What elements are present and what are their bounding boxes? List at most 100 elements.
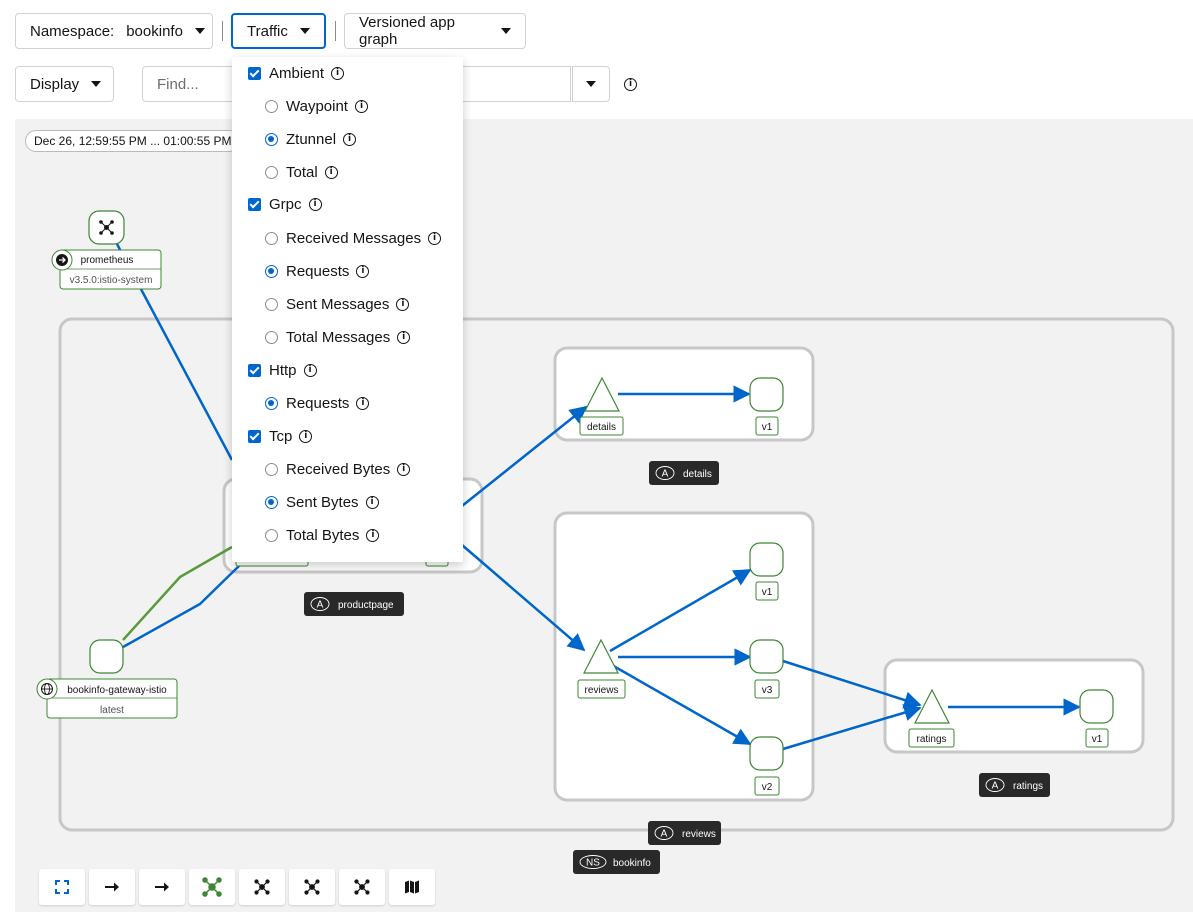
layout-2-button[interactable] — [239, 869, 285, 905]
tcp-total-label: Total Bytes — [286, 527, 360, 544]
ratings-box-badge[interactable]: A ratings — [979, 773, 1050, 797]
namespace-box-badge[interactable]: NS bookinfo — [573, 850, 660, 874]
prometheus-node[interactable]: prometheus v3.5.0:istio-system — [51, 210, 162, 290]
info-icon[interactable]: i — [356, 265, 370, 278]
tcp-received-radio[interactable]: Received Bytes i — [265, 461, 411, 478]
layout-arrow-button[interactable] — [139, 869, 185, 905]
grpc-total-radio[interactable]: Total Messages i — [265, 329, 411, 346]
layout-topology-icon — [254, 879, 270, 895]
layout-1-button[interactable] — [189, 869, 235, 905]
caret-down-icon — [586, 81, 596, 87]
info-icon[interactable]: i — [354, 100, 368, 113]
reviews-badge-type: A — [661, 829, 668, 840]
tcp-received-label: Received Bytes — [286, 461, 391, 478]
tcp-label: Tcp — [269, 428, 293, 445]
namespace-value: bookinfo — [126, 22, 183, 40]
legend-button[interactable] — [389, 869, 435, 905]
info-icon[interactable]: i — [624, 78, 637, 91]
graph-type-dropdown[interactable]: Versioned app graph — [344, 13, 526, 49]
ratings-app-label: ratings — [916, 734, 946, 745]
info-icon[interactable]: i — [356, 397, 370, 410]
info-icon[interactable]: i — [366, 529, 380, 542]
edge-reviews-v2[interactable] — [609, 662, 752, 746]
tcp-sent-label: Sent Bytes — [286, 494, 359, 511]
traffic-menu: Ambient i Waypoint i Ztunnel i Total i G… — [232, 57, 463, 562]
radio-unselected-icon — [265, 529, 278, 542]
ambient-total-radio[interactable]: Total i — [265, 164, 338, 181]
tcp-sent-radio[interactable]: Sent Bytes i — [265, 494, 379, 511]
edge-gateway-productpage-green[interactable] — [122, 545, 233, 641]
details-app-label: details — [587, 422, 616, 433]
gateway-version: latest — [100, 705, 124, 716]
http-requests-radio[interactable]: Requests i — [265, 395, 370, 412]
ambient-ztunnel-radio[interactable]: Ztunnel i — [265, 131, 357, 148]
layout-3-button[interactable] — [289, 869, 335, 905]
edge-productpage-details[interactable] — [461, 405, 588, 507]
reviews-app-node[interactable]: reviews — [577, 638, 626, 699]
reviews-v1-label: v1 — [762, 587, 773, 598]
grpc-requests-label: Requests — [286, 263, 350, 280]
zoom-to-fit-button[interactable] — [39, 869, 85, 905]
productpage-box-badge[interactable]: A productpage — [304, 592, 404, 616]
layout-4-button[interactable] — [339, 869, 385, 905]
details-v1-node[interactable]: v1 — [749, 377, 784, 436]
grpc-checkbox[interactable]: Grpc i — [248, 196, 322, 213]
details-app-node[interactable]: details — [579, 376, 624, 436]
tcp-total-radio[interactable]: Total Bytes i — [265, 527, 380, 544]
http-label: Http — [269, 362, 297, 379]
toolbar-divider — [222, 21, 223, 41]
info-icon[interactable]: i — [397, 463, 411, 476]
caret-down-icon — [299, 28, 310, 34]
tcp-checkbox[interactable]: Tcp i — [248, 428, 313, 445]
ambient-ztunnel-label: Ztunnel — [286, 131, 337, 148]
edge-reviews-v1[interactable] — [609, 568, 752, 653]
grpc-requests-radio[interactable]: Requests i — [265, 263, 370, 280]
gateway-node[interactable]: bookinfo-gateway-istio latest — [36, 639, 178, 719]
edge-v3-ratings[interactable] — [782, 659, 922, 709]
info-icon[interactable]: i — [324, 166, 338, 179]
namespace-box[interactable] — [58, 317, 1175, 832]
info-icon[interactable]: i — [308, 198, 322, 211]
checkbox-checked-icon — [248, 67, 261, 80]
find-options-toggle[interactable] — [572, 66, 610, 102]
info-icon[interactable]: i — [428, 232, 442, 245]
layout-default-button[interactable] — [89, 869, 135, 905]
traffic-dropdown[interactable]: Traffic — [231, 13, 326, 49]
reviews-v3-node[interactable]: v3 — [749, 639, 784, 699]
edge-productpage-reviews[interactable] — [461, 544, 586, 652]
grpc-received-label: Received Messages — [286, 230, 422, 247]
namespace-dropdown[interactable]: Namespace: bookinfo — [15, 13, 213, 49]
radio-selected-icon — [265, 496, 278, 509]
toolbar-divider — [335, 21, 336, 41]
info-icon[interactable]: i — [396, 298, 410, 311]
info-icon[interactable]: i — [365, 496, 379, 509]
http-checkbox[interactable]: Http i — [248, 362, 317, 379]
ratings-app-node[interactable]: ratings — [908, 688, 955, 748]
ambient-total-label: Total — [286, 164, 318, 181]
info-icon[interactable]: i — [397, 331, 411, 344]
display-dropdown[interactable]: Display — [15, 66, 114, 102]
reviews-v2-node[interactable]: v2 — [749, 736, 784, 796]
namespace-badge-type: NS — [586, 858, 600, 869]
reviews-v1-node[interactable]: v1 — [749, 542, 784, 601]
radio-unselected-icon — [265, 331, 278, 344]
info-icon[interactable]: i — [331, 67, 345, 80]
ambient-checkbox[interactable]: Ambient i — [248, 65, 345, 82]
grpc-received-radio[interactable]: Received Messages i — [265, 230, 442, 247]
reviews-box-badge[interactable]: A reviews — [648, 821, 721, 845]
edge-gateway-productpage[interactable] — [122, 564, 241, 649]
fit-screen-icon — [55, 880, 69, 894]
info-icon[interactable]: i — [343, 133, 357, 146]
details-box-badge[interactable]: A details — [649, 461, 719, 485]
checkbox-checked-icon — [248, 198, 261, 211]
ratings-v1-node[interactable]: v1 — [1079, 689, 1114, 748]
ratings-badge-type: A — [992, 781, 999, 792]
info-icon[interactable]: i — [303, 364, 317, 377]
radio-unselected-icon — [265, 232, 278, 245]
grpc-sent-radio[interactable]: Sent Messages i — [265, 296, 410, 313]
info-icon[interactable]: i — [299, 430, 313, 443]
radio-selected-icon — [265, 265, 278, 278]
service-entry-icon — [51, 249, 73, 271]
edge-v2-ratings[interactable] — [782, 704, 922, 751]
ambient-waypoint-radio[interactable]: Waypoint i — [265, 98, 368, 115]
